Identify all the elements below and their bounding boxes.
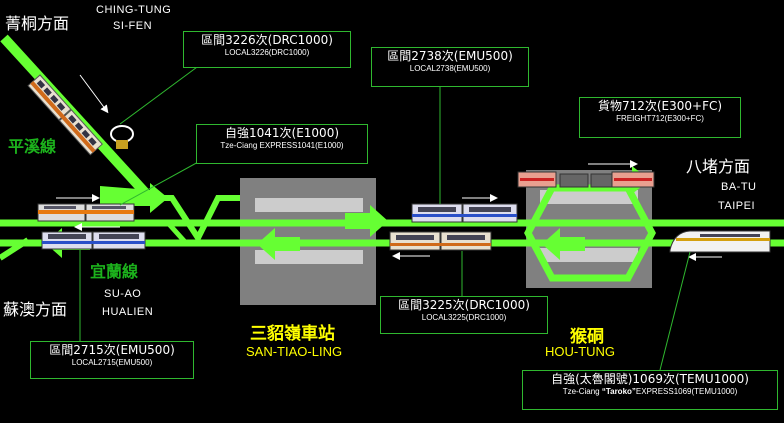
callout-local3225: 區間3225次(DRC1000) LOCAL3225(DRC1000) — [380, 296, 548, 334]
train-direction-arrow — [79, 74, 109, 114]
train-label-en-taroko: “Taroko” — [601, 387, 636, 396]
track-spur-left — [0, 237, 30, 261]
direction-ching-tung: 菁桐方面 — [5, 14, 70, 33]
direction-su-ao-en: SU-AO — [104, 288, 142, 300]
platform-marking — [255, 198, 363, 212]
train-freight-e300 — [517, 171, 655, 188]
callout-local2738: 區間2738次(EMU500) LOCAL2738(EMU500) — [371, 47, 529, 87]
callout-taroko1069: 自強(太魯閣號)1069次(TEMU1000) Tze-Ciang “Tarok… — [522, 370, 778, 410]
callout-leader — [659, 251, 691, 371]
train-label-zh: 貨物712次(E300+FC) — [597, 99, 723, 113]
train-label-en-suffix: EXPRESS1069(TEMU1000) — [635, 387, 738, 396]
train-e1000-express — [37, 203, 135, 222]
direction-ba-tu-en: BA-TU — [721, 181, 757, 193]
direction-si-fen-en: SI-FEN — [113, 20, 153, 32]
train-label-zh: 自強(太魯閣號)1069次(TEMU1000) — [551, 372, 749, 386]
train-drc1000-center — [389, 231, 492, 251]
callout-freight712: 貨物712次(E300+FC) FREIGHT712(E300+FC) — [579, 97, 741, 138]
train-emu500-left — [41, 231, 146, 250]
train-label-en: LOCAL2738(EMU500) — [409, 64, 491, 73]
crossover-track — [150, 195, 240, 245]
train-temu1000-taroko — [669, 230, 771, 253]
train-label-en-prefix: Tze-Ciang — [562, 387, 602, 396]
train-label-en: LOCAL3225(DRC1000) — [421, 313, 507, 322]
train-emu500-center — [411, 203, 518, 223]
houtong-station-en: HOU-TUNG — [545, 344, 616, 359]
train-label-en: LOCAL2715(EMU500) — [71, 358, 153, 367]
train-label-zh: 區間3225次(DRC1000) — [398, 298, 530, 312]
direction-ching-tung-en: CHING-TUNG — [96, 4, 172, 16]
direction-badu: 八堵方面 — [686, 157, 751, 176]
crossover-track — [166, 221, 188, 245]
callout-local3226: 區間3226次(DRC1000) LOCAL3226(DRC1000) — [183, 31, 351, 68]
platform-marking — [540, 190, 638, 204]
direction-taipei-en: TAIPEI — [718, 200, 756, 212]
train-label-zh: 區間2715次(EMU500) — [49, 343, 175, 357]
train-label-en: Tze-Ciang EXPRESS1041(E1000) — [220, 141, 344, 150]
train-label-zh: 區間3226次(DRC1000) — [201, 33, 333, 47]
train-label-zh: 區間2738次(EMU500) — [387, 49, 513, 63]
train-label-en: Tze-Ciang “Taroko”EXPRESS1069(TEMU1000) — [523, 387, 777, 397]
direction-arrow — [542, 228, 585, 260]
platform-marking — [255, 250, 363, 264]
yilan-line-label: 宜蘭線 — [90, 262, 139, 281]
santiaoling-station-en: SAN-TIAO-LING — [246, 344, 343, 359]
train-drc1000-pingxi — [27, 74, 103, 156]
train-label-en: FREIGHT712(E300+FC) — [616, 114, 704, 123]
train-label-en: LOCAL3226(DRC1000) — [224, 48, 310, 57]
platform-marking — [540, 248, 638, 262]
pingxi-line-label: 平溪線 — [8, 137, 57, 156]
santiaoling-station-name: 三貂嶺車站 — [250, 324, 335, 344]
direction-suao: 蘇澳方面 — [3, 300, 68, 319]
direction-arrow — [257, 228, 300, 260]
bell-icon — [110, 125, 134, 149]
direction-hualien-en: HUALIEN — [102, 306, 154, 318]
houtong-station-name: 猴硐 — [570, 327, 604, 347]
callout-local2715: 區間2715次(EMU500) LOCAL2715(EMU500) — [30, 341, 194, 379]
callout-express1041: 自強1041次(E1000) Tze-Ciang EXPRESS1041(E10… — [196, 124, 368, 164]
direction-arrow — [345, 205, 388, 237]
houtong-siding — [524, 184, 656, 282]
train-label-zh: 自強1041次(E1000) — [224, 126, 340, 140]
